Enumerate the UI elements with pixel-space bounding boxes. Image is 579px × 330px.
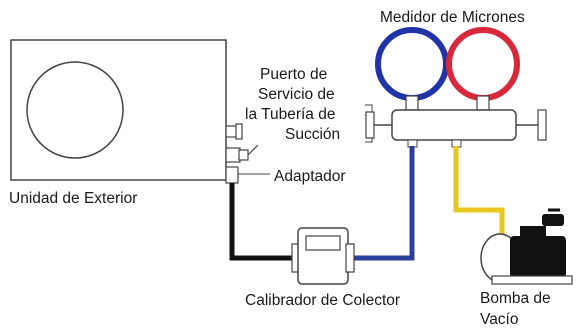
black-hose bbox=[229, 183, 296, 261]
yellow-hose bbox=[453, 146, 505, 236]
vacuum-pump-line-2: Vacío bbox=[480, 311, 519, 328]
adapter-label: Adaptador bbox=[274, 168, 346, 185]
manifold-gauge-label: Calibrador de Colector bbox=[245, 292, 400, 309]
manifold-icon bbox=[365, 109, 547, 148]
service-port-line-3: la Tubería de bbox=[245, 106, 335, 123]
adapter-icon bbox=[225, 166, 270, 184]
vacuum-pump-icon bbox=[480, 208, 573, 285]
service-port-line-2: Servicio de bbox=[258, 86, 335, 103]
micron-gauge-label: Medidor de Micrones bbox=[380, 9, 525, 26]
manifold-gauge-icon bbox=[291, 227, 355, 285]
service-port-line-4: Succión bbox=[285, 126, 340, 143]
outdoor-unit-label: Unidad de Exterior bbox=[9, 190, 137, 207]
service-port-line-1: Puerto de bbox=[260, 66, 327, 83]
outdoor-unit-icon bbox=[10, 39, 259, 181]
fan-icon bbox=[26, 61, 124, 159]
micron-gauge-icon bbox=[375, 27, 520, 111]
vacuum-pump-line-1: Bomba de bbox=[480, 290, 551, 307]
vacuum-pump-label: Bomba de Vacío bbox=[480, 290, 551, 328]
service-port-label: Puerto de Servicio de la Tubería de Succ… bbox=[245, 66, 340, 143]
blue-hose bbox=[350, 146, 415, 261]
